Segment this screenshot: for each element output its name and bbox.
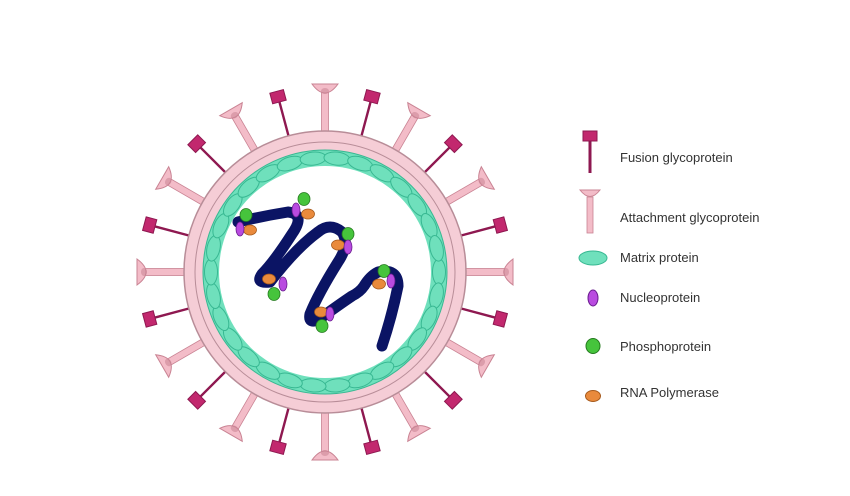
legend-item-phosphoprotein: Phosphoprotein bbox=[585, 338, 711, 354]
nucleoprotein bbox=[325, 306, 335, 322]
attachment-glycoprotein bbox=[136, 258, 188, 286]
legend-item-polymerase: RNA Polymerase bbox=[585, 385, 719, 402]
fusion-glycoprotein bbox=[360, 88, 381, 138]
fusion-glycoprotein bbox=[187, 134, 227, 174]
matrix-protein-icon bbox=[578, 250, 608, 266]
ribonucleoprotein-complex bbox=[291, 192, 315, 220]
attachment-glycoprotein bbox=[462, 258, 514, 286]
ribonucleoprotein-complexes bbox=[235, 192, 396, 333]
rna-polymerase bbox=[243, 224, 257, 236]
phosphoprotein bbox=[297, 192, 311, 206]
attachment-glycoprotein bbox=[390, 101, 432, 155]
envelope-inner-edge bbox=[194, 141, 456, 403]
attachment-glycoprotein bbox=[218, 389, 260, 443]
fusion-glycoprotein bbox=[141, 216, 191, 237]
legend-item-fusion: Fusion glycoprotein bbox=[582, 130, 733, 173]
legend: Fusion glycoprotein Attachment glycoprot… bbox=[578, 130, 759, 402]
fusion-glycoprotein bbox=[269, 88, 290, 138]
phosphoprotein bbox=[239, 208, 253, 222]
nucleoprotein bbox=[278, 276, 288, 292]
attachment-glycoprotein bbox=[218, 101, 260, 155]
ribonucleoprotein-complex bbox=[262, 273, 288, 301]
rna-polymerase bbox=[331, 239, 345, 251]
rna-polymerase-icon bbox=[585, 390, 601, 402]
legend-item-matrix: Matrix protein bbox=[578, 250, 699, 266]
phosphoprotein bbox=[377, 264, 391, 278]
attachment-glycoprotein bbox=[442, 337, 496, 379]
phosphoprotein bbox=[267, 287, 281, 301]
rna-polymerase bbox=[314, 306, 328, 318]
fusion-glycoprotein bbox=[423, 134, 463, 174]
nucleoprotein bbox=[343, 239, 353, 255]
fusion-glycoprotein bbox=[269, 406, 290, 456]
matrix-protein bbox=[204, 258, 218, 286]
ribonucleoprotein-complex bbox=[331, 227, 355, 255]
legend-item-attachment: Attachment glycoprotein bbox=[578, 189, 759, 234]
legend-label-matrix: Matrix protein bbox=[620, 250, 699, 265]
surface-spikes bbox=[136, 83, 514, 461]
legend-label-attachment: Attachment glycoprotein bbox=[620, 210, 759, 225]
nucleoprotein bbox=[386, 273, 396, 289]
ribonucleoprotein-complex bbox=[314, 306, 335, 333]
attachment-glycoprotein bbox=[311, 409, 339, 461]
rna-polymerase bbox=[262, 273, 276, 285]
phosphoprotein bbox=[341, 227, 355, 241]
fusion-glycoprotein-icon bbox=[582, 130, 598, 173]
legend-label-fusion: Fusion glycoprotein bbox=[620, 150, 733, 165]
fusion-glycoprotein bbox=[141, 307, 191, 328]
rna-genome-strand bbox=[232, 206, 404, 352]
attachment-glycoprotein-icon bbox=[578, 189, 602, 234]
ribonucleoprotein-complex bbox=[372, 264, 396, 290]
fusion-glycoprotein bbox=[459, 307, 509, 328]
fusion-glycoprotein bbox=[459, 216, 509, 237]
attachment-glycoprotein bbox=[311, 83, 339, 135]
fusion-glycoprotein bbox=[187, 370, 227, 410]
legend-label-polymerase: RNA Polymerase bbox=[620, 385, 719, 400]
fusion-glycoprotein bbox=[360, 406, 381, 456]
matrix-protein-layer bbox=[204, 151, 446, 393]
fusion-glycoprotein bbox=[423, 370, 463, 410]
phosphoprotein-icon bbox=[585, 338, 601, 354]
legend-label-nucleoprotein: Nucleoprotein bbox=[620, 290, 700, 305]
legend-label-phosphoprotein: Phosphoprotein bbox=[620, 339, 711, 354]
rna-polymerase bbox=[301, 208, 315, 220]
phosphoprotein bbox=[315, 319, 329, 333]
nucleoprotein bbox=[291, 202, 301, 218]
matrix-protein bbox=[432, 258, 446, 286]
attachment-glycoprotein bbox=[390, 389, 432, 443]
attachment-glycoprotein bbox=[154, 165, 208, 207]
nucleoprotein bbox=[235, 221, 245, 237]
matrix-protein bbox=[429, 235, 444, 262]
ribonucleoprotein-complex bbox=[235, 208, 257, 237]
legend-item-nucleoprotein: Nucleoprotein bbox=[587, 289, 700, 307]
rna-polymerase bbox=[372, 278, 386, 290]
nucleoprotein-icon bbox=[587, 289, 599, 307]
